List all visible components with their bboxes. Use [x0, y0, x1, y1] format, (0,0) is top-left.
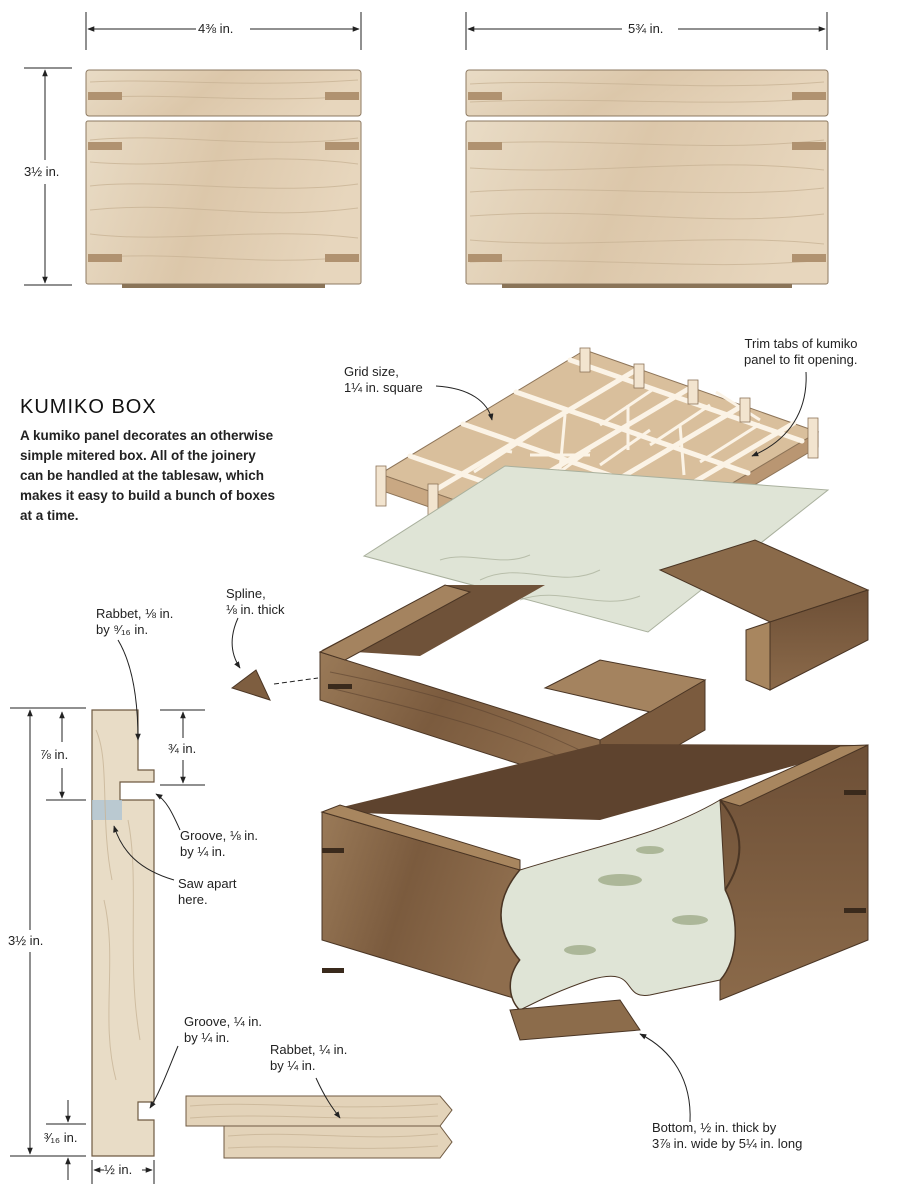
groove-bottom-callout: Groove, ¼ in. by ¼ in.: [184, 1014, 263, 1045]
half-inch-label: ½ in.: [104, 1162, 133, 1177]
rabbet-top-callout: Rabbet, ⅛ in. by ⁹⁄₁₆ in.: [96, 606, 174, 637]
side-width-label: 5¾ in.: [628, 21, 664, 36]
height-dimension: [24, 67, 72, 286]
front-width-dimension: [85, 12, 362, 50]
rabbet-sample: [185, 1095, 453, 1159]
profile-section: [91, 709, 155, 1157]
diagram-description: A kumiko panel decorates an otherwise si…: [20, 428, 276, 523]
side-elevation: [465, 69, 829, 288]
side-width-dimension: [465, 12, 828, 50]
profile-dimensions: [10, 707, 205, 1184]
height-label: 3½ in.: [24, 164, 60, 179]
spline: [230, 669, 319, 701]
seven-eighths-label: ⅞ in.: [40, 747, 69, 762]
saw-apart-callout: Saw apart here.: [178, 876, 237, 907]
box-body: [320, 744, 869, 1041]
front-elevation: [85, 69, 362, 288]
rabbet-bottom-callout: Rabbet, ¼ in. by ¼ in.: [270, 1042, 348, 1073]
bottom-panel-callout: Bottom, ½ in. thick by 3⅞ in. wide by 5¼…: [652, 1120, 803, 1151]
grid-size-callout: Grid size, 1¼ in. square: [344, 364, 423, 395]
groove-top-callout: Groove, ⅛ in. by ¼ in.: [180, 828, 259, 859]
rice-paper: [362, 465, 830, 633]
diagram-title: KUMIKO BOX: [20, 396, 157, 418]
leader-lines: [113, 371, 807, 1123]
profile-height-label: 3½ in.: [8, 933, 44, 948]
front-width-label: 4⅜ in.: [198, 21, 234, 36]
trim-tabs-callout: Trim tabs of kumiko panel to fit opening…: [744, 336, 858, 367]
three-sixteenths-label: ³⁄₁₆ in.: [44, 1130, 78, 1145]
three-quarters-label: ¾ in.: [168, 741, 197, 756]
spline-callout: Spline, ⅛ in. thick: [226, 586, 285, 617]
